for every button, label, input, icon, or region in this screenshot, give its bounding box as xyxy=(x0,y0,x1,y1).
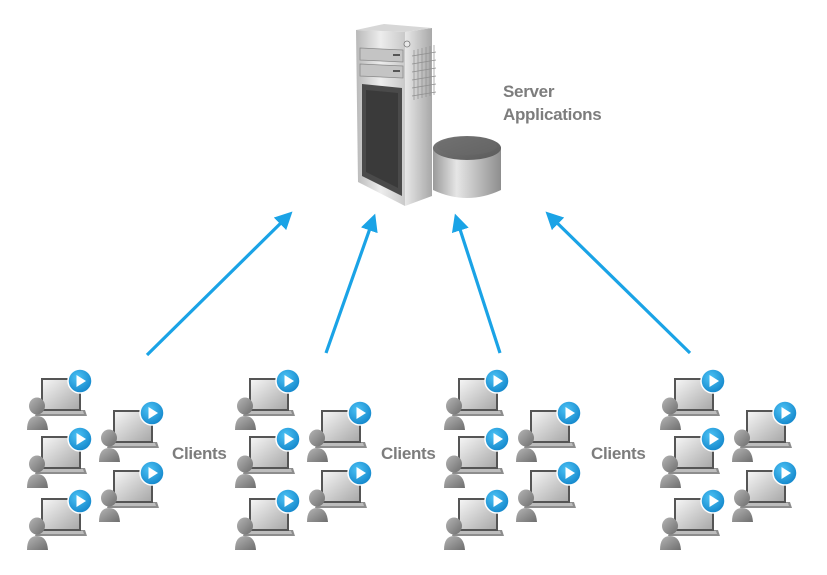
play-triangle xyxy=(565,467,575,479)
play-triangle xyxy=(781,467,791,479)
client-group xyxy=(235,368,373,550)
play-triangle xyxy=(76,495,86,507)
play-triangle xyxy=(709,495,719,507)
clients-label: Clients xyxy=(591,444,646,463)
play-triangle xyxy=(284,495,294,507)
play-triangle xyxy=(565,407,575,419)
play-triangle xyxy=(148,407,158,419)
play-triangle xyxy=(356,407,366,419)
play-triangle xyxy=(284,433,294,445)
play-triangle xyxy=(781,407,791,419)
connection-arrows xyxy=(145,211,692,357)
play-triangle xyxy=(493,433,503,445)
arrow-icon xyxy=(145,211,293,357)
arrow-icon xyxy=(545,211,692,355)
client-groups xyxy=(27,368,798,550)
arrow-icon xyxy=(451,213,502,354)
server-label-line1: Server xyxy=(503,82,555,101)
server-label: Server Applications xyxy=(503,80,602,126)
client-group xyxy=(444,368,582,550)
play-triangle xyxy=(148,467,158,479)
play-triangle xyxy=(493,375,503,387)
database-icon xyxy=(433,136,501,198)
arrow-icon xyxy=(324,213,378,354)
play-triangle xyxy=(356,467,366,479)
play-triangle xyxy=(76,433,86,445)
play-triangle xyxy=(76,375,86,387)
play-triangle xyxy=(709,375,719,387)
server-label-line2: Applications xyxy=(503,105,602,124)
clients-label: Clients xyxy=(381,444,436,463)
play-triangle xyxy=(284,375,294,387)
client-group xyxy=(27,368,165,550)
play-triangle xyxy=(493,495,503,507)
server-tower-icon xyxy=(356,24,437,206)
play-triangle xyxy=(709,433,719,445)
clients-label: Clients xyxy=(172,444,227,463)
client-group xyxy=(660,368,798,550)
